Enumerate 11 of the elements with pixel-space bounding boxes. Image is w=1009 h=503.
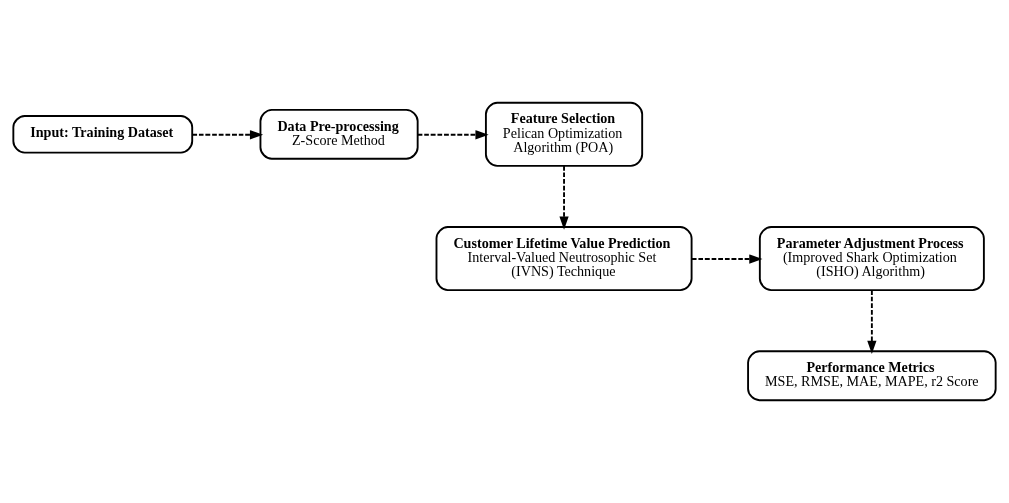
node-box: Performance Metrics MSE, RMSE, MAE, MAPE, r2 Score xyxy=(747,350,997,402)
node-box: Data Pre-processing Z-Score Method xyxy=(259,108,419,160)
node-box: Feature Selection Pelican Optimization Algorithm (POA) xyxy=(484,101,644,167)
node-box: Input: Training Dataset xyxy=(12,115,194,154)
node-box: Customer Lifetime Value Prediction Interval-Valued Neutrosophic Set (IVNS) Technique xyxy=(435,226,693,292)
arrow xyxy=(867,289,877,354)
arrow xyxy=(191,130,264,140)
arrow xyxy=(690,254,763,264)
arrow xyxy=(559,165,569,230)
node-box: Parameter Adjustment Process (Improved Shark Optimization (ISHO) Algorithm) xyxy=(758,226,985,292)
arrow xyxy=(416,130,489,140)
